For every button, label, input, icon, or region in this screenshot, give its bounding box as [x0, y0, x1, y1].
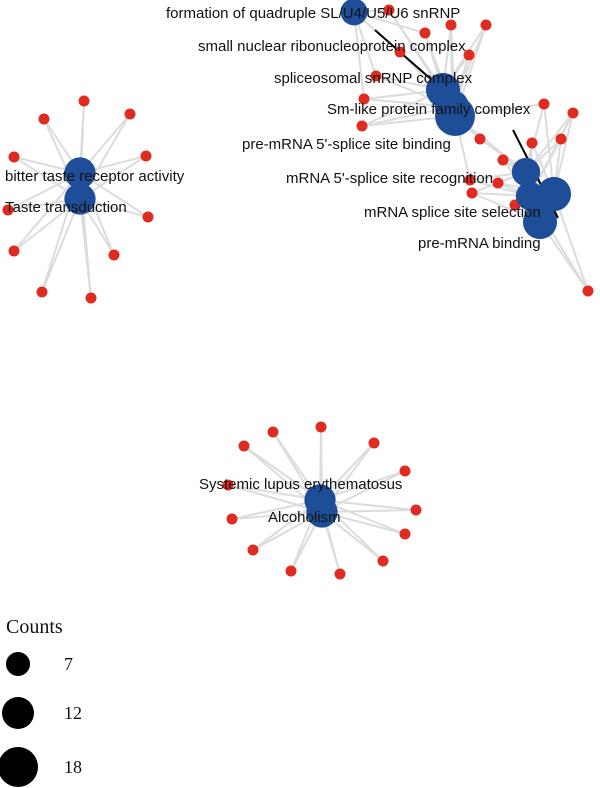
legend-label-12: 12	[64, 703, 82, 723]
gene-node	[526, 137, 538, 149]
gene-node	[480, 19, 492, 31]
term-label: spliceosomal snRNP complex	[274, 70, 473, 87]
gene-node	[85, 292, 97, 304]
gene-node	[38, 113, 50, 125]
gene-node	[419, 27, 431, 39]
edge-splice	[353, 11, 365, 100]
term-node	[515, 181, 545, 211]
gene-node	[399, 465, 411, 477]
term-node	[522, 204, 558, 240]
term-label: small nuclear ribonucleoprotein complex	[198, 38, 466, 55]
legend-dot-12	[2, 697, 34, 729]
gene-node	[399, 528, 411, 540]
term-node	[435, 96, 475, 136]
gene-node	[445, 19, 457, 31]
gene-node	[466, 187, 478, 199]
gene-node	[108, 249, 120, 261]
gene-node	[2, 204, 14, 216]
term-node	[511, 157, 541, 187]
term-label: bitter taste receptor activity	[5, 168, 185, 185]
edge-taste	[13, 172, 81, 252]
gene-node	[394, 46, 406, 58]
legend-label-18: 18	[64, 757, 82, 777]
gene-node	[124, 108, 136, 120]
term-label: pre-mRNA 5'-splice site binding	[242, 136, 451, 153]
gene-node	[377, 555, 389, 567]
gene-node	[222, 479, 234, 491]
edge-splice	[553, 193, 589, 292]
legend-label-7: 7	[64, 654, 73, 674]
term-label: mRNA 5'-splice site recognition	[286, 170, 493, 187]
gene-node	[78, 95, 90, 107]
gene-node	[567, 107, 579, 119]
term-label: Alcoholism	[268, 509, 341, 526]
legend-dot-18	[0, 747, 38, 787]
edge-lupus	[321, 509, 417, 513]
gene-node	[582, 285, 594, 297]
term-node	[306, 496, 338, 528]
term-node	[536, 176, 572, 212]
gene-node	[247, 544, 259, 556]
gene-node	[368, 437, 380, 449]
gene-node	[142, 211, 154, 223]
counts-legend: Counts 7 12 18	[0, 616, 82, 787]
edge-taste	[79, 198, 92, 299]
gene-node	[226, 513, 238, 525]
gene-node	[358, 93, 370, 105]
gene-node	[474, 133, 486, 145]
gene-node	[497, 154, 509, 166]
gene-node	[538, 98, 550, 110]
gene-node	[356, 120, 368, 132]
term-label: Sm-like protein family complex	[327, 101, 531, 118]
gene-node	[238, 440, 250, 452]
gene-node	[492, 177, 504, 189]
term-label: formation of quadruple SL/U4/U5/U6 snRNP	[166, 5, 460, 22]
term-label: mRNA splice site selection	[364, 204, 541, 221]
gene-node	[383, 4, 395, 16]
edge-taste	[41, 198, 81, 293]
gene-node	[315, 421, 327, 433]
gene-node	[334, 568, 346, 580]
term-label: Taste transduction	[5, 199, 127, 216]
gene-node	[463, 49, 475, 61]
gene-node	[140, 150, 152, 162]
edge-lupus	[319, 499, 417, 511]
gene-node	[8, 245, 20, 257]
term-nodes	[64, 0, 572, 528]
gene-node	[8, 151, 20, 163]
gene-node	[285, 565, 297, 577]
term-label: Systemic lupus erythematosus	[199, 476, 402, 493]
legend-dot-7	[6, 652, 30, 676]
term-node	[64, 157, 96, 189]
term-node	[64, 183, 96, 215]
term-node	[340, 0, 368, 26]
gene-node	[410, 504, 422, 516]
gene-node	[464, 174, 476, 186]
gene-node	[36, 286, 48, 298]
gene-node	[267, 426, 279, 438]
term-label: pre-mRNA binding	[418, 235, 541, 252]
gene-nodes	[2, 4, 594, 580]
legend-title: Counts	[6, 616, 63, 638]
gene-node	[555, 133, 567, 145]
gene-node	[370, 70, 382, 82]
